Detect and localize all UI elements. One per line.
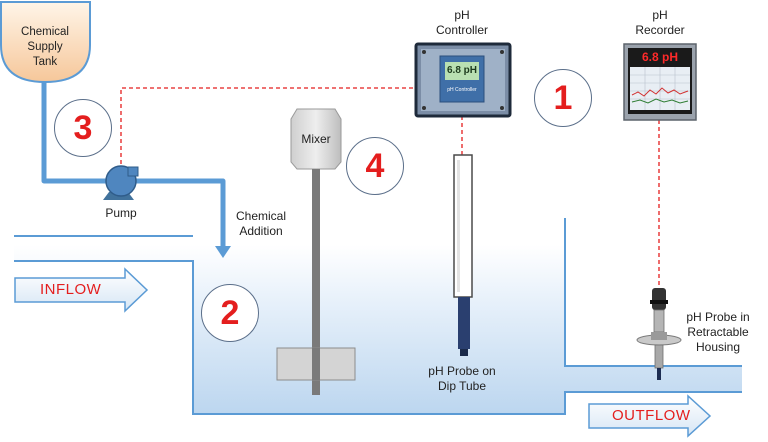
outflow-label: OUTFLOW xyxy=(612,407,691,424)
controller-title-line2: Controller xyxy=(435,23,489,37)
chemical-feed-pipe xyxy=(41,78,226,248)
recorder-title-line2: Recorder xyxy=(635,23,685,37)
chemical-addition-line1: Chemical xyxy=(235,209,286,223)
ph-recorder xyxy=(623,43,697,121)
controller-display-value: 6.8 pH xyxy=(446,65,477,76)
tank-label-line3: Tank xyxy=(32,56,58,68)
recorder-title: pH Recorder xyxy=(620,8,700,38)
basin-water xyxy=(14,245,742,414)
controller-title-line1: pH xyxy=(454,8,470,22)
dip-probe-line2: Dip Tube xyxy=(437,379,487,393)
step-two-badge: 2 xyxy=(201,284,259,342)
dip-probe-line1: pH Probe on xyxy=(428,364,496,378)
step-four-badge: 4 xyxy=(346,137,404,195)
dip-tube-probe xyxy=(453,154,473,356)
dip-probe-label: pH Probe on Dip Tube xyxy=(410,364,514,394)
pump-label: Pump xyxy=(105,206,137,220)
chemical-addition-label: Chemical Addition xyxy=(232,209,290,239)
retract-probe-line3: Housing xyxy=(695,340,741,354)
pump-icon xyxy=(103,165,139,200)
mixer-label: Mixer xyxy=(301,132,331,146)
outflow-arrow xyxy=(588,394,712,438)
tank-label-line1: Chemical xyxy=(21,26,69,38)
mixer xyxy=(276,108,356,395)
controller-panel-label: pH Controller xyxy=(447,87,477,93)
retract-probe-label: pH Probe in Retractable Housing xyxy=(677,310,759,355)
controller-title: pH Controller xyxy=(422,8,502,38)
signal-lines xyxy=(120,87,660,288)
retract-probe-line2: Retractable xyxy=(687,325,749,339)
step-one-badge: 1 xyxy=(534,69,592,127)
basin-walls xyxy=(14,218,742,415)
chemical-addition-arrowhead xyxy=(215,246,231,258)
inflow-label: INFLOW xyxy=(40,281,102,298)
ph-controller xyxy=(414,42,512,118)
inflow-arrow xyxy=(14,267,149,313)
chemical-addition-line2: Addition xyxy=(239,224,283,238)
step-three-badge: 3 xyxy=(54,99,112,157)
chemical-supply-tank xyxy=(0,1,91,84)
recorder-display-value: 6.8 pH xyxy=(641,50,678,64)
recorder-title-line1: pH xyxy=(652,8,668,22)
tank-label: Chemical Supply Tank xyxy=(0,25,90,70)
retract-probe-line1: pH Probe in xyxy=(686,310,750,324)
retractable-housing-probe xyxy=(636,288,682,380)
tank-label-line2: Supply xyxy=(27,41,63,53)
